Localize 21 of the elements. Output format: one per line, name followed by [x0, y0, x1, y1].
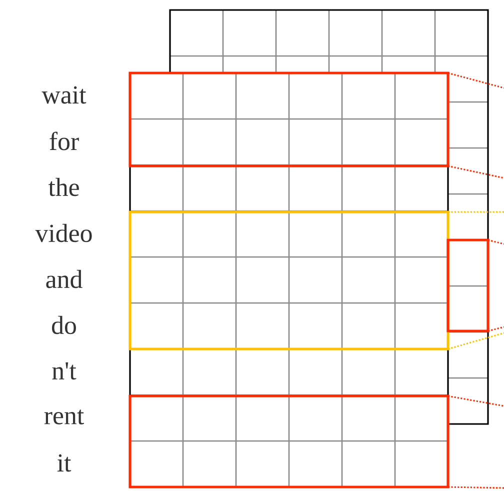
word: and: [46, 270, 82, 288]
word: it: [57, 454, 72, 472]
word: video: [35, 224, 92, 242]
dotted-line: [488, 239, 504, 245]
dotted-line: [448, 395, 504, 407]
word: rent: [44, 410, 84, 424]
word: wait: [42, 86, 86, 104]
dotted-line: [448, 72, 504, 89]
highlight-box: [128, 72, 450, 168]
word: for: [50, 132, 79, 150]
dotted-line: [448, 332, 504, 350]
highlight-box: [128, 210, 450, 350]
dotted-line: [448, 486, 504, 489]
highlight-box: [446, 238, 490, 332]
highlight-box: [128, 394, 450, 488]
dotted-line: [448, 211, 504, 213]
dotted-line: [488, 326, 504, 332]
word: n't: [52, 362, 76, 380]
dotted-line: [448, 165, 504, 179]
word: the: [48, 178, 79, 196]
word: do: [52, 316, 76, 334]
